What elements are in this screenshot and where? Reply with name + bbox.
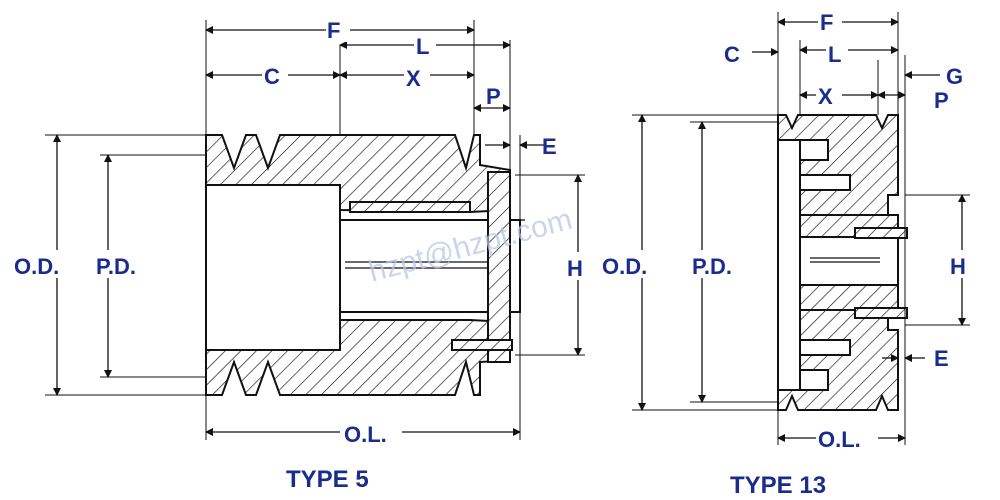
type5-labels: F L C X P E H O.D. P.D. O.L. TYPE 5 — [14, 16, 592, 493]
type13-label-G: G — [946, 64, 963, 89]
type13-hub — [777, 139, 801, 391]
type5-bore — [205, 184, 341, 351]
type13-label-E: E — [934, 346, 949, 371]
type5-label-E: E — [542, 134, 557, 159]
type13-title: TYPE 13 — [730, 472, 826, 499]
type13-label-P: P — [934, 88, 949, 113]
type5-label-L: L — [416, 34, 429, 59]
type13-drawing — [777, 114, 908, 411]
type5-title: TYPE 5 — [286, 466, 369, 493]
type5-label-P: P — [486, 84, 501, 109]
type5-label-H: H — [567, 256, 583, 281]
type13-label-C: C — [724, 42, 740, 67]
type5-label-PD: P.D. — [96, 254, 136, 279]
type5-bottom-screw — [451, 339, 513, 351]
type5-drawing — [205, 134, 525, 396]
type5-label-X: X — [406, 66, 421, 91]
type5-label-F: F — [327, 18, 340, 43]
type13-label-H: H — [950, 254, 966, 279]
type13-label-L: L — [828, 42, 841, 67]
type5-label-OL: O.L. — [344, 422, 387, 447]
type5-label-OD: O.D. — [14, 254, 59, 279]
type5-top-screw — [349, 201, 471, 213]
type13-label-PD: P.D. — [692, 254, 732, 279]
type13-label-F: F — [820, 10, 833, 35]
type5-label-C: C — [264, 64, 280, 89]
type13-top-screw — [854, 227, 908, 239]
type13-label-OD: O.D. — [602, 254, 647, 279]
type13-bottom-screw — [854, 307, 908, 319]
type5-flange — [487, 171, 511, 363]
type13-bushing-bottom — [799, 284, 899, 311]
type13-label-X: X — [818, 84, 833, 109]
type13-label-OL: O.L. — [818, 427, 861, 452]
type13-labels: F L C G X P E H O.D. P.D. O.L. TYPE 13 — [600, 8, 976, 499]
type5-lower-section — [205, 319, 511, 396]
type5-extension-lines — [45, 20, 585, 440]
